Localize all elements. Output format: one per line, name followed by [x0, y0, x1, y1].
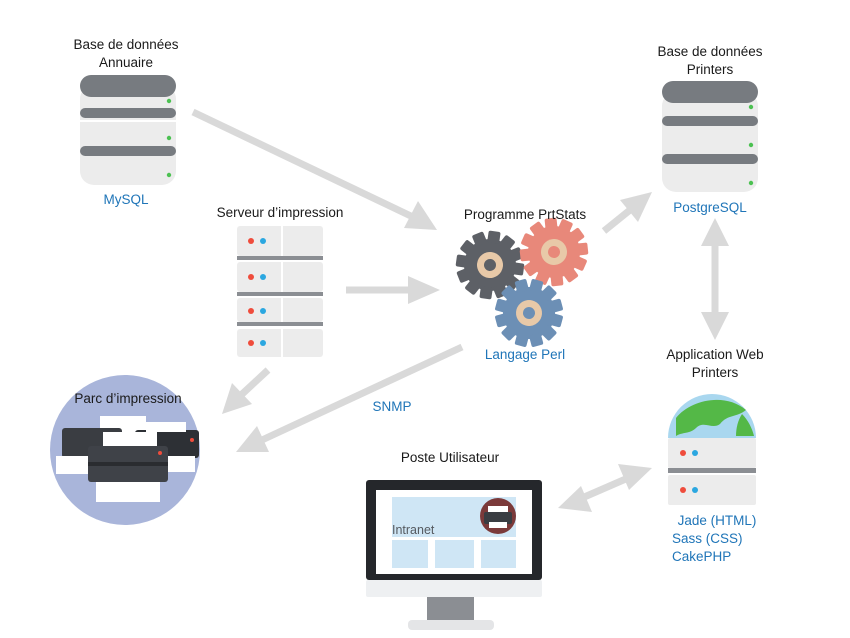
- printers-db-title: Base de données: [657, 44, 763, 59]
- webapp-tech-jade: Jade (HTML): [677, 513, 757, 528]
- annuaire-title: Base de données: [73, 37, 179, 52]
- annuaire-subtitle: Annuaire: [98, 55, 154, 70]
- database-postgresql-icon: [662, 81, 758, 192]
- gear-blue-icon: [487, 271, 571, 355]
- snmp-label: SNMP: [372, 399, 412, 414]
- webapp-tech-cakephp: CakePHP: [672, 549, 732, 564]
- gear-red-icon: [516, 214, 592, 290]
- arrow-prtstats-to-postgresql: [601, 192, 652, 234]
- database-mysql-icon: [80, 75, 176, 185]
- webapp-subtitle: Printers: [691, 365, 739, 380]
- printer-fleet-icon: [50, 375, 200, 525]
- printer-avatar-icon: [480, 498, 516, 534]
- user-workstation-monitor-icon: [366, 480, 542, 630]
- arrow-webapp-poste: [558, 464, 652, 512]
- poste-title: Poste Utilisateur: [400, 450, 500, 465]
- mysql-label: MySQL: [103, 192, 149, 207]
- postgresql-label: PostgreSQL: [673, 200, 747, 215]
- parc-title: Parc d’impression: [74, 391, 182, 406]
- arrow-prtstats-to-parc-snmp: [236, 343, 464, 452]
- perl-label: Langage Perl: [484, 347, 566, 362]
- printers-db-subtitle: Printers: [686, 62, 734, 77]
- webapp-title: Application Web: [666, 347, 764, 362]
- arrow-printserver-to-prtstats: [346, 276, 440, 304]
- prtstats-title: Programme PrtStats: [463, 207, 587, 222]
- arrow-printserver-to-parc: [222, 367, 271, 414]
- gears-icon: [451, 214, 592, 355]
- gear-dark-icon: [451, 226, 529, 304]
- webapp-tech-sass: Sass (CSS): [672, 531, 743, 546]
- print-server-title: Serveur d’impression: [216, 205, 344, 220]
- globe-icon: [668, 394, 756, 438]
- printer-front-icon: [88, 432, 168, 502]
- arrow-postgresql-webapp: [701, 218, 729, 340]
- print-server-rack-icon: [237, 226, 323, 357]
- web-application-server-icon: [668, 394, 756, 505]
- intranet-label: Intranet: [392, 523, 435, 537]
- arrow-mysql-to-prtstats: [191, 108, 437, 230]
- connection-arrows: [191, 108, 729, 512]
